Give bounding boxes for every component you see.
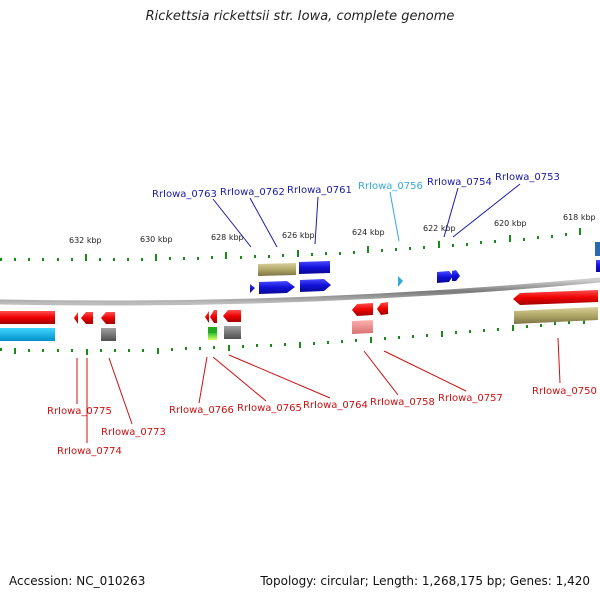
genome-backbone	[0, 277, 600, 306]
gene-feature	[437, 271, 453, 283]
tick-label-624: 624 kbp	[352, 228, 385, 237]
map-title: Rickettsia rickettsii str. Iowa, complet…	[145, 9, 455, 24]
gene-feature	[514, 307, 598, 324]
bottom-leader-lines	[76, 337, 561, 443]
gene-feature	[596, 260, 600, 272]
tick-label-622: 622 kbp	[423, 224, 456, 233]
gene-feature	[258, 263, 296, 276]
gene-label: RrIowa_0765	[237, 403, 302, 414]
tick-label-630: 630 kbp	[140, 235, 173, 244]
gene-feature	[223, 310, 241, 322]
gene-label: RrIowa_0758	[370, 397, 435, 408]
gene-feature	[208, 327, 217, 333]
gene-label: RrIowa_0773	[101, 427, 166, 438]
gene-label: RrIowa_0766	[169, 405, 234, 416]
gene-label: RrIowa_0754	[427, 177, 492, 188]
tick-label-620: 620 kbp	[494, 219, 527, 228]
tick-label-632: 632 kbp	[69, 236, 102, 245]
tick-label-628: 628 kbp	[211, 233, 244, 242]
inner-tick-ring	[0, 318, 585, 355]
bottom-gene-labels: RrIowa_0775 RrIowa_0774 RrIowa_0773 RrIo…	[47, 386, 597, 457]
gene-feature	[595, 242, 600, 256]
kbp-tick-labels: 632 kbp 630 kbp 628 kbp 626 kbp 624 kbp …	[69, 213, 596, 245]
gene-label: RrIowa_0764	[303, 400, 368, 411]
gene-label: RrIowa_0775	[47, 406, 112, 417]
gene-feature	[513, 290, 598, 305]
gene-label: RrIowa_0753	[495, 172, 560, 183]
gene-feature	[300, 279, 331, 292]
gene-feature	[377, 302, 388, 315]
gene-feature	[259, 281, 295, 294]
top-leader-lines	[212, 183, 521, 248]
gene-feature	[224, 326, 241, 339]
gene-feature	[210, 310, 217, 323]
gene-feature	[208, 333, 217, 340]
genome-summary-text: Topology: circular; Length: 1,268,175 bp…	[260, 574, 590, 588]
gene-feature	[352, 303, 373, 316]
accession-text: Accession: NC_010263	[9, 574, 146, 588]
gene-label: RrIowa_0763	[152, 189, 217, 200]
gene-feature	[250, 284, 255, 293]
gene-label: RrIowa_0750	[532, 386, 597, 397]
gene-label: RrIowa_0774	[57, 446, 122, 457]
gene-feature	[101, 312, 115, 324]
gene-feature	[81, 312, 93, 324]
tick-label-626: 626 kbp	[282, 231, 315, 240]
gene-feature	[0, 311, 55, 324]
gene-label: RrIowa_0761	[287, 185, 352, 196]
tick-label-618: 618 kbp	[563, 213, 596, 222]
gene-feature	[398, 276, 403, 287]
gene-feature	[299, 261, 330, 274]
gene-label: RrIowa_0757	[438, 393, 503, 404]
gene-feature	[452, 270, 460, 281]
top-gene-labels: RrIowa_0763 RrIowa_0762 RrIowa_0761 RrIo…	[152, 172, 560, 200]
gene-feature	[101, 328, 116, 341]
forward-strand-features	[250, 242, 600, 294]
gene-feature	[74, 312, 78, 324]
reverse-strand-features	[0, 290, 598, 341]
outer-tick-ring	[0, 228, 581, 261]
gene-label: RrIowa_0756	[358, 181, 423, 192]
gene-feature	[352, 320, 373, 334]
gene-feature	[205, 311, 209, 323]
gene-label: RrIowa_0762	[220, 187, 285, 198]
gene-feature	[0, 328, 55, 341]
